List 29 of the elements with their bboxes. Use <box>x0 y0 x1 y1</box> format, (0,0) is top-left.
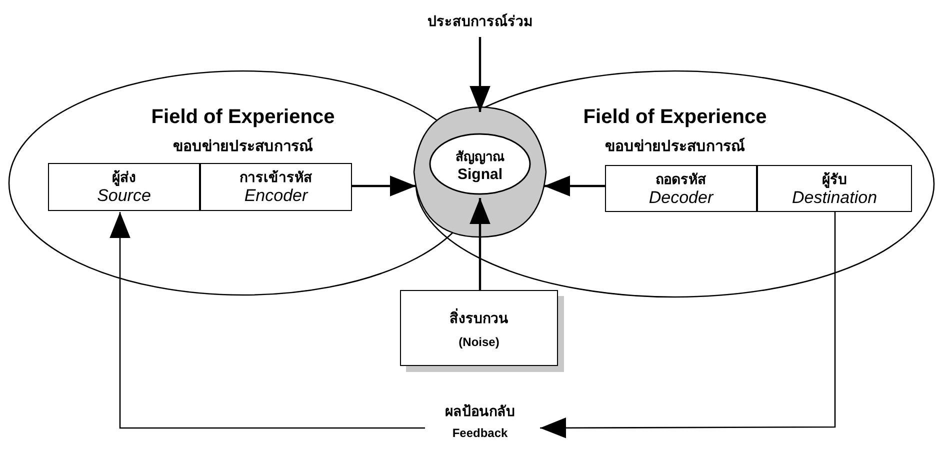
subheading: ขอบข่ายประสบการณ์ <box>605 136 745 157</box>
english-label: (Noise) <box>458 335 500 349</box>
heading: Field of Experience <box>583 106 767 129</box>
thai-label: ผู้รับ <box>822 170 847 190</box>
english-label: Signal <box>457 166 502 183</box>
thai-label: การเข้ารหัส <box>240 168 312 187</box>
arrow <box>470 198 490 290</box>
process-box <box>200 163 352 211</box>
thai-label: ถอดรหัส <box>656 170 706 189</box>
subheading: ขอบข่ายประสบการณ์ <box>173 136 313 157</box>
thai-label: ผู้ส่ง <box>112 168 136 188</box>
thai-label: ผลป้อนกลับ <box>445 402 515 421</box>
heading: Field of Experience <box>151 106 335 129</box>
english-label: Destination <box>792 188 878 208</box>
process-box <box>605 165 757 212</box>
english-label: Encoder <box>244 186 308 206</box>
arrow <box>544 176 605 196</box>
arrow <box>540 212 836 438</box>
thai-label: สิ่งรบกวน <box>450 307 508 328</box>
english-label: Feedback <box>452 426 508 440</box>
thai-label: สัญญาณ <box>456 148 504 166</box>
arrow <box>110 212 425 429</box>
arrow <box>352 176 416 196</box>
process-box <box>48 163 200 211</box>
english-label: Decoder <box>648 188 714 208</box>
english-label: Source <box>97 186 151 206</box>
process-box <box>757 165 912 212</box>
arrow <box>470 37 490 112</box>
thai-label: ประสบการณ์ร่วม <box>428 12 532 31</box>
